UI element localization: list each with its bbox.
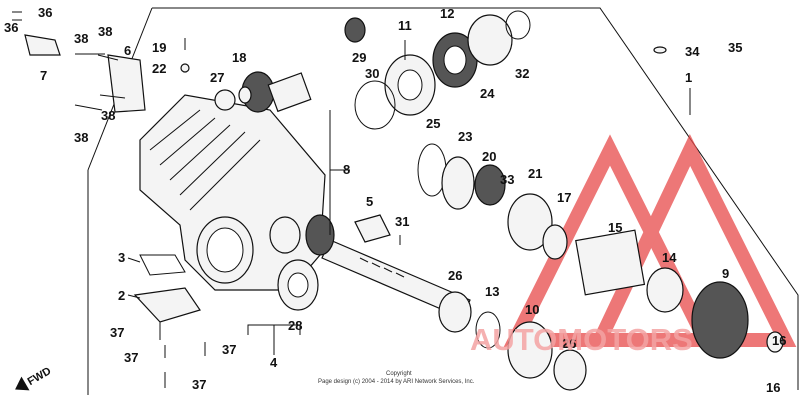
assembly-frame (152, 7, 799, 390)
copyright-line1: Copyright (386, 371, 412, 377)
label-33: 33 (500, 172, 514, 187)
label-37: 37 (124, 350, 138, 365)
label-31: 31 (395, 214, 409, 229)
label-32: 32 (515, 66, 529, 81)
label-28: 28 (288, 318, 302, 333)
label-2: 2 (118, 288, 125, 303)
copyright-line2: Page design (c) 2004 - 2014 by ARI Netwo… (318, 379, 475, 385)
label-1: 1 (685, 70, 692, 85)
label-36: 36 (4, 20, 18, 35)
label-10: 10 (525, 302, 539, 317)
label-36: 36 (38, 5, 52, 20)
damper-assembly (417, 143, 784, 359)
label-20: 20 (482, 149, 496, 164)
label-7: 7 (40, 68, 47, 83)
label-37: 37 (222, 342, 236, 357)
label-37: 37 (192, 377, 206, 392)
label-15: 15 (608, 220, 622, 235)
label-16: 16 (766, 380, 780, 395)
label-13: 13 (485, 284, 499, 299)
bracket-part (107, 54, 146, 113)
mount-bracket-part (24, 34, 61, 56)
label-35: 35 (728, 40, 742, 55)
fwd-label: FWD (26, 365, 54, 388)
final-drive-case (139, 94, 326, 291)
label-26: 26 (448, 268, 462, 283)
label-34: 34 (685, 44, 700, 59)
leader-lines (127, 40, 691, 355)
part-labels: 36 36 38 38 6 7 38 38 19 22 27 18 29 11 … (4, 5, 786, 395)
label-8: 8 (343, 162, 350, 177)
label-6: 6 (124, 43, 131, 58)
fwd-arrow: FWD (15, 365, 54, 391)
label-37: 37 (110, 325, 124, 340)
cover-plate-part (133, 287, 201, 323)
label-16: 16 (772, 333, 786, 348)
label-11: 11 (398, 18, 412, 33)
bearing-group-top (344, 10, 531, 130)
hose-clip-part (653, 46, 667, 54)
pinion-gear-assembly (214, 71, 312, 113)
label-23: 23 (458, 129, 472, 144)
bearing-group-bottom (277, 259, 587, 391)
label-22: 22 (152, 61, 166, 76)
label-38: 38 (98, 24, 112, 39)
label-21: 21 (528, 166, 542, 181)
label-38: 38 (74, 31, 88, 46)
label-9: 9 (722, 266, 729, 281)
label-18: 18 (232, 50, 246, 65)
label-27: 27 (210, 70, 224, 85)
label-12: 12 (440, 6, 454, 21)
label-24: 24 (480, 86, 495, 101)
label-5: 5 (366, 194, 373, 209)
label-17: 17 (557, 190, 571, 205)
label-14: 14 (662, 250, 677, 265)
label-25: 25 (426, 116, 440, 131)
shim-part (354, 214, 391, 243)
label-4: 4 (270, 355, 278, 370)
label-3: 3 (118, 250, 125, 265)
label-30: 30 (365, 66, 379, 81)
label-38: 38 (101, 108, 115, 123)
label-29: 29 (352, 50, 366, 65)
watermark-text: AUTOMOTORS (470, 322, 693, 357)
bolt-set (12, 11, 401, 388)
label-19: 19 (152, 40, 166, 55)
gasket-part (139, 254, 186, 276)
label-26: 26 (562, 336, 576, 351)
label-38: 38 (74, 130, 88, 145)
